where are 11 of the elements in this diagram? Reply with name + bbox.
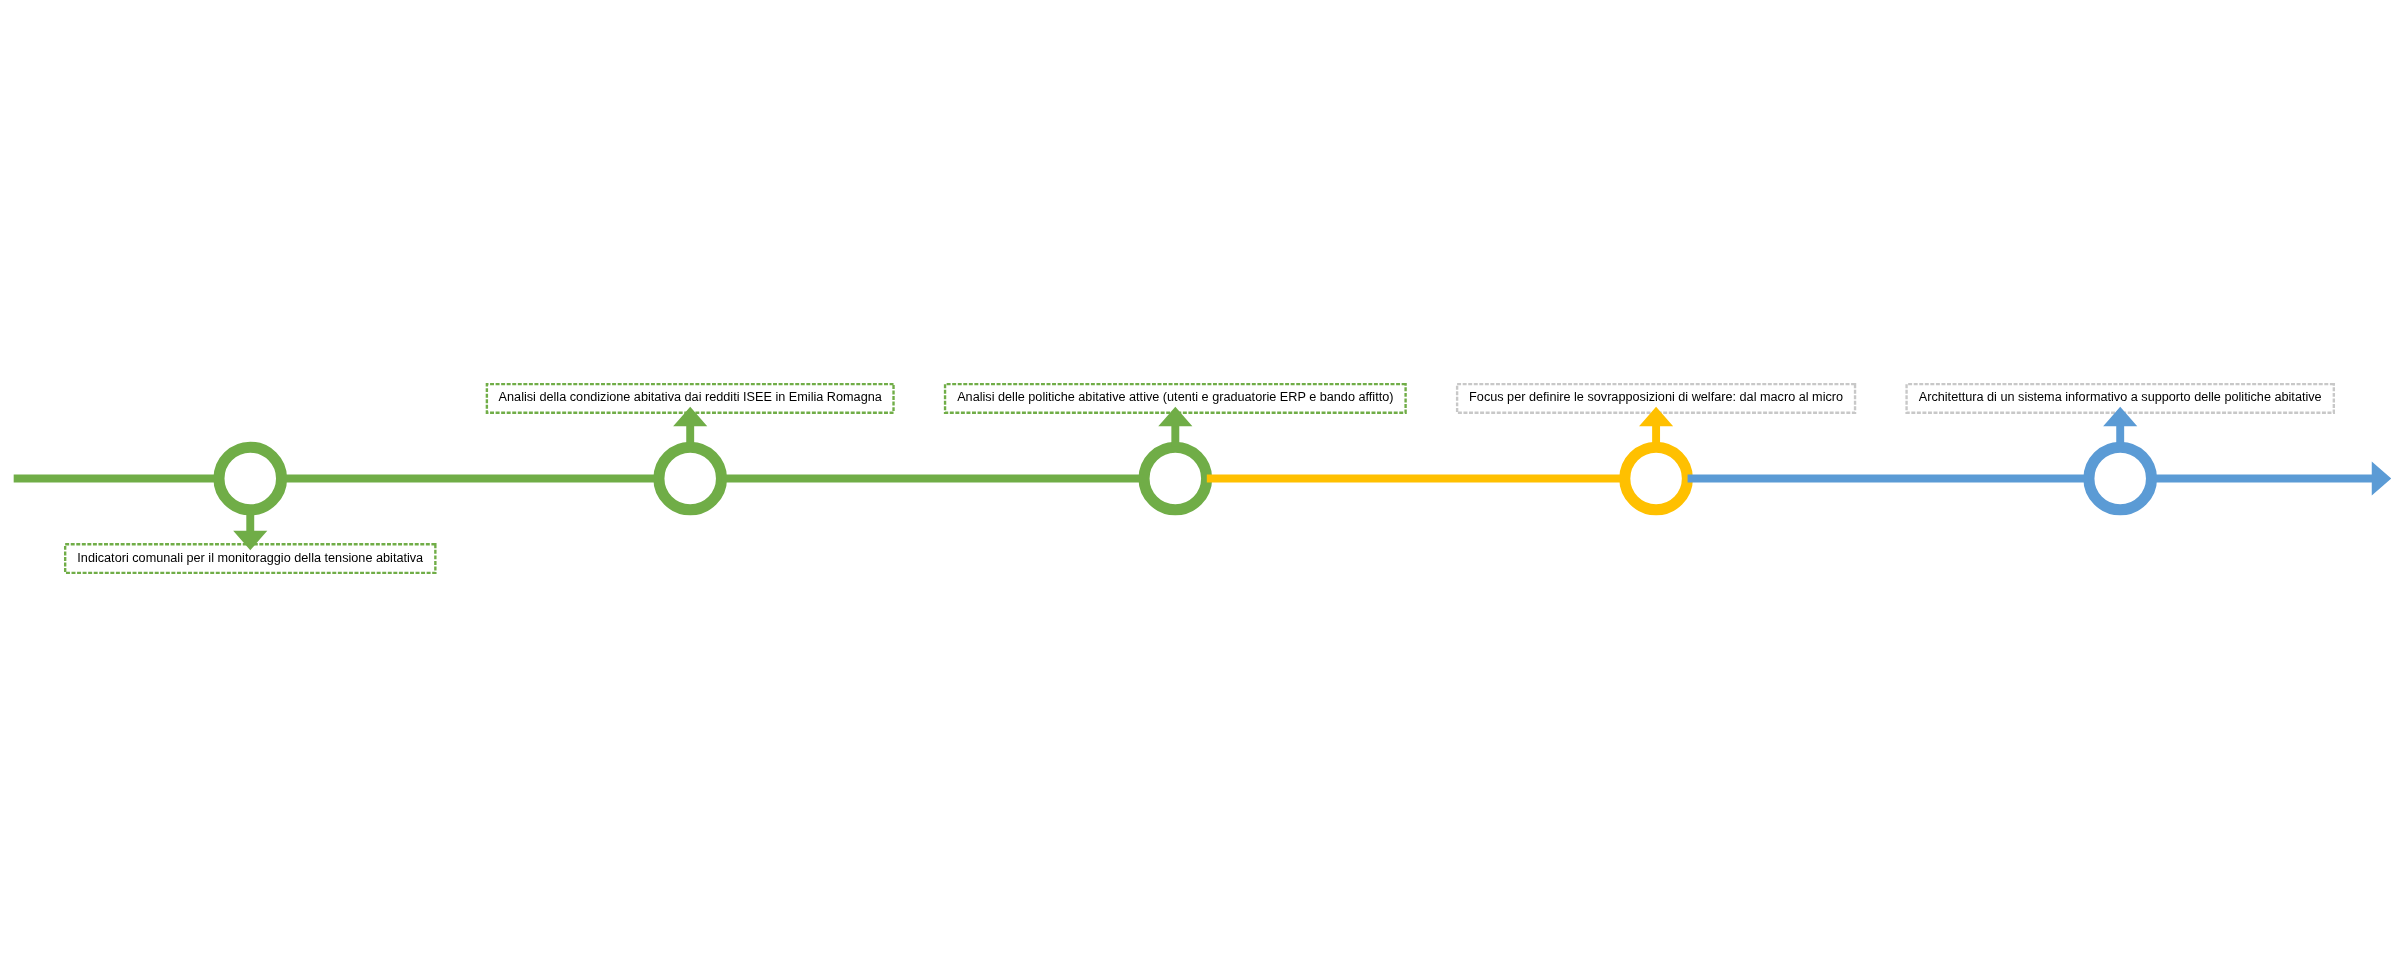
node-circle bbox=[2083, 441, 2158, 516]
node-box: Analisi delle politiche abitative attive (utenti e graduatorie ERP e bando affitto) bbox=[943, 383, 1407, 414]
node-box: Analisi della condizione abitativa dai redditi ISEE in Emilia Romagna bbox=[485, 383, 895, 414]
node-box: Indicatori comunali per il monitoraggio della tensione abitativa bbox=[64, 543, 437, 575]
node-box: Architettura di un sistema informativo a supporto delle politiche abitative bbox=[1905, 383, 2335, 414]
arrow bbox=[233, 510, 268, 551]
node-circle bbox=[653, 441, 728, 516]
node-circle bbox=[1138, 441, 1213, 516]
node-circle bbox=[1619, 441, 1693, 516]
node-circle bbox=[213, 441, 288, 516]
node-box: Focus per definire le sovrapposizioni di welfare: dal macro al micro bbox=[1455, 383, 1857, 414]
